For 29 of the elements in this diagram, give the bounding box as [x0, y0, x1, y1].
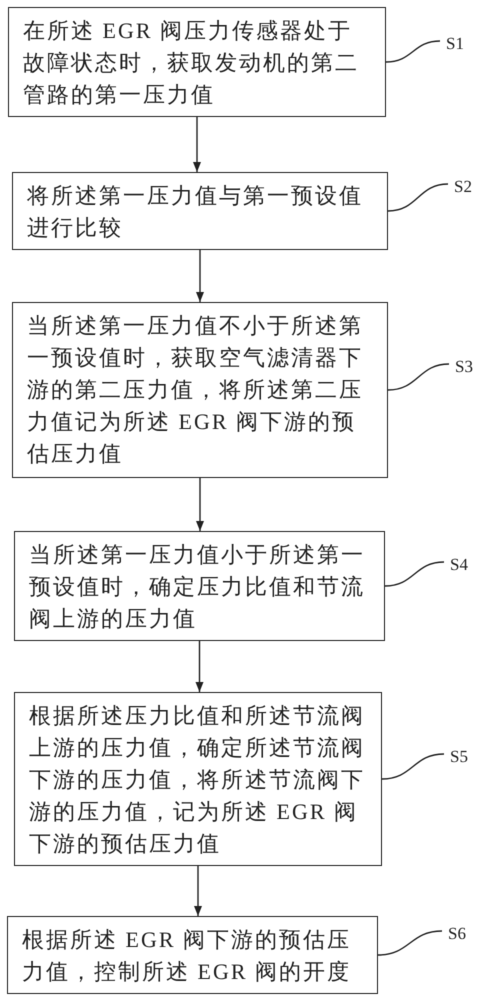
- step-label: S3: [449, 356, 473, 378]
- process-box: [8, 7, 386, 117]
- process-box: [14, 692, 382, 866]
- leader-line: [386, 40, 440, 63]
- leader-line: [384, 561, 444, 587]
- leader-line: [382, 753, 444, 780]
- flow-arrow: [194, 866, 202, 916]
- flow-arrow: [196, 250, 204, 302]
- step-label: S1: [440, 33, 464, 55]
- flow-arrow: [193, 117, 201, 172]
- step-text: 根据所述 EGR 阀下游的预估压力值，控制所述 EGR 阀的开度: [22, 926, 352, 986]
- step-text: 在所述 EGR 阀压力传感器处于故障状态时，获取发动机的第二管路的第一压力值: [23, 17, 360, 109]
- leader-line: [378, 930, 442, 956]
- step-label: S6: [442, 923, 466, 945]
- process-box: [12, 172, 388, 250]
- flow-arrow: [196, 641, 204, 692]
- step-text: 将所述第一压力值与第一预设值进行比较: [27, 182, 364, 242]
- process-box: [7, 916, 378, 994]
- process-box: [14, 531, 385, 641]
- flow-arrow: [196, 478, 204, 531]
- process-box: [12, 302, 388, 478]
- step-text: 根据所述压力比值和所述节流阀上游的压力值，确定所述节流阀下游的压力值，将所述节流阀下游的压力值，记为所述 EGR 阀下游的预估压力值: [29, 702, 366, 858]
- step-text: 当所述第一压力值不小于所述第一预设值时，获取空气滤清器下游的第二压力值，将所述第二压力值记为所述 EGR 阀下游的预估压力值: [27, 312, 364, 468]
- step-label: S2: [448, 176, 472, 198]
- leader-line: [388, 183, 448, 212]
- step-text: 当所述第一压力值小于所述第一预设值时，确定压力比值和节流阀上游的压力值: [29, 541, 366, 633]
- step-label: S5: [444, 746, 468, 768]
- step-label: S4: [444, 554, 468, 576]
- leader-line: [388, 363, 450, 391]
